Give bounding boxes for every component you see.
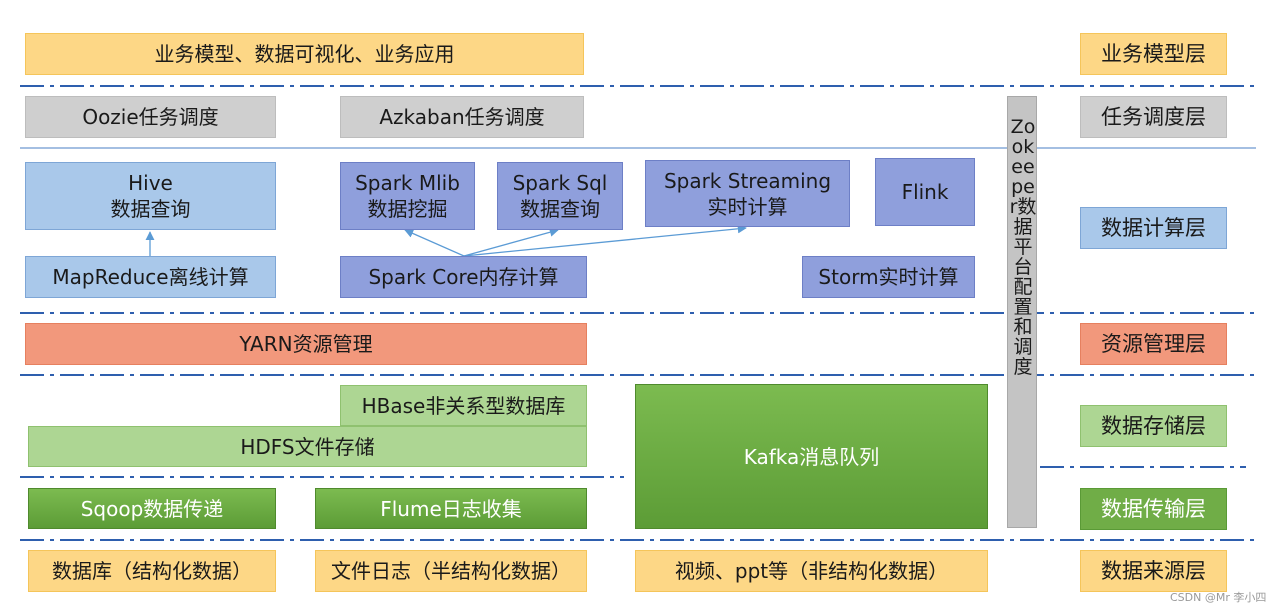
spark-streaming-title: Spark Streaming [663,168,832,193]
layer-label-data-storage: 数据存储层 [1080,405,1227,447]
business-apps-label: 业务模型、数据可视化、业务应用 [154,42,455,66]
spark-sql-box: Spark Sql 数据查询 [497,162,623,230]
azkaban-box: Azkaban任务调度 [340,96,584,138]
storm-box: Storm实时计算 [802,256,975,298]
flume-box: Flume日志收集 [315,488,587,529]
hdfs-label: HDFS文件存储 [240,434,375,459]
storm-label: Storm实时计算 [818,265,959,289]
watermark: CSDN @Mr 李小四 [1170,591,1267,604]
azkaban-label: Azkaban任务调度 [379,105,545,129]
layer-label-business-model: 业务模型层 [1080,33,1227,75]
flink-box: Flink [875,158,975,226]
source-db-label: 数据库（结构化数据） [52,559,252,583]
mapreduce-box: MapReduce离线计算 [25,256,276,298]
spark-streaming-subtitle: 实时计算 [707,194,788,219]
spark-sql-subtitle: 数据查询 [520,197,600,221]
layer-label-text: 数据传输层 [1101,497,1206,521]
kafka-box: Kafka消息队列 [635,384,988,529]
layer-label-text: 数据来源层 [1101,559,1206,583]
spark-mlib-title: Spark Mlib [355,171,460,195]
layer-label-data-compute: 数据计算层 [1080,207,1227,249]
spark-sql-title: Spark Sql [512,171,608,195]
spark-core-box: Spark Core内存计算 [340,256,587,298]
layer-label-task-scheduling: 任务调度层 [1080,96,1227,138]
source-db-box: 数据库（结构化数据） [28,550,276,592]
flume-label: Flume日志收集 [380,496,522,521]
layer-label-text: 资源管理层 [1101,332,1206,356]
spark-mlib-box: Spark Mlib 数据挖掘 [340,162,475,230]
hbase-label: HBase非关系型数据库 [361,393,566,418]
kafka-label: Kafka消息队列 [743,444,880,469]
sqoop-label: Sqoop数据传递 [80,496,224,521]
yarn-box: YARN资源管理 [25,323,587,365]
source-media-label: 视频、ppt等（非结构化数据） [674,559,949,583]
hive-title: Hive [128,171,173,195]
spark-streaming-box: Spark Streaming 实时计算 [645,160,850,227]
yarn-label: YARN资源管理 [239,332,373,356]
oozie-box: Oozie任务调度 [25,96,276,138]
layer-label-text: 数据存储层 [1101,414,1206,438]
spark-mlib-subtitle: 数据挖掘 [367,197,448,221]
layer-label-text: 任务调度层 [1101,105,1206,129]
layer-label-data-transfer: 数据传输层 [1080,488,1227,530]
business-apps-box: 业务模型、数据可视化、业务应用 [25,33,584,75]
layer-label-data-source: 数据来源层 [1080,550,1227,592]
layer-label-resource-mgmt: 资源管理层 [1080,323,1227,365]
arrow-sparkcore-to-streaming [463,224,747,257]
arrow-sparkcore-to-mlib [404,229,465,257]
source-files-box: 文件日志（半结构化数据） [315,550,587,592]
spark-core-label: Spark Core内存计算 [368,265,559,289]
source-files-label: 文件日志（半结构化数据） [331,559,571,583]
layer-label-text: 数据计算层 [1101,216,1206,240]
zookeeper-label: Zookeeper数据平台配置和调度 [1009,116,1037,378]
oozie-label: Oozie任务调度 [82,105,219,129]
layer-label-text: 业务模型层 [1101,42,1206,66]
arrow-sparkcore-to-sql [463,227,559,257]
sqoop-box: Sqoop数据传递 [28,488,276,529]
flink-label: Flink [901,180,949,204]
mapreduce-label: MapReduce离线计算 [52,265,249,289]
zookeeper-bar: Zookeeper数据平台配置和调度 [1007,96,1037,528]
hive-subtitle: 数据查询 [110,197,191,221]
hbase-box: HBase非关系型数据库 [340,385,587,426]
source-media-box: 视频、ppt等（非结构化数据） [635,550,988,592]
hdfs-box: HDFS文件存储 [28,426,587,467]
hive-box: Hive 数据查询 [25,162,276,230]
